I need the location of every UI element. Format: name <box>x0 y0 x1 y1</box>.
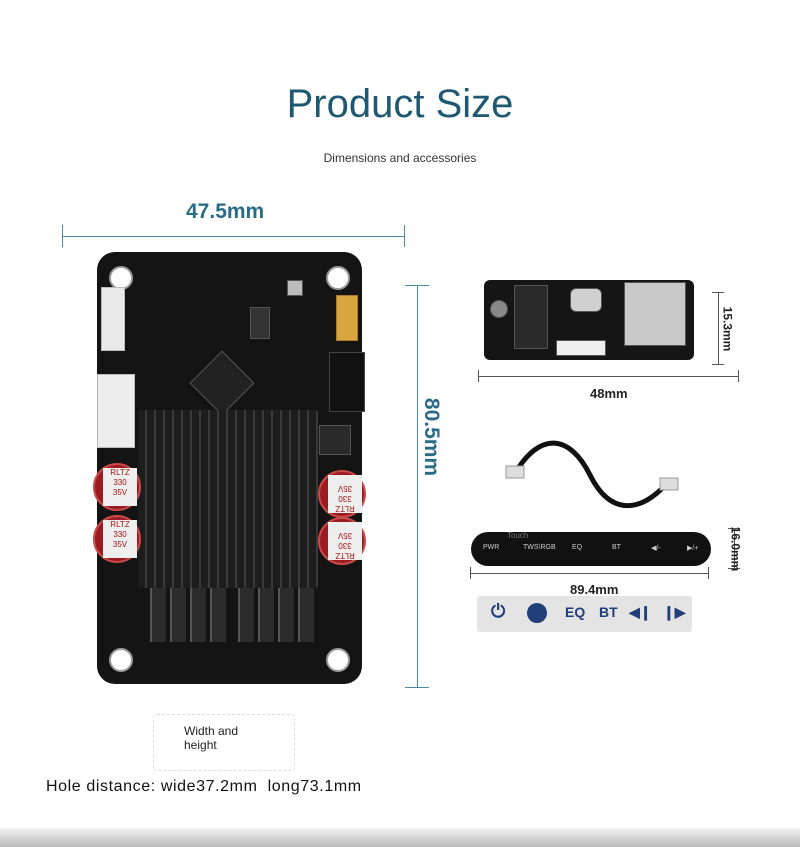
touch-width-tick-left <box>470 567 471 579</box>
heatsink <box>138 410 318 588</box>
io-height-tick-bottom <box>712 364 724 365</box>
sticker-eq-label: EQ <box>565 604 586 620</box>
potentiometer <box>150 588 166 642</box>
io-board <box>484 280 694 360</box>
touch-width-line <box>470 573 708 574</box>
tws-rgb-icon <box>527 603 547 623</box>
touch-label-tws-rgb: TWS\RGB <box>523 544 556 551</box>
caption-box <box>153 714 295 771</box>
bottom-shadow <box>0 828 800 847</box>
capacitor-left-bottom: RLTZ 330 35V <box>93 515 141 563</box>
io-height-line <box>718 292 719 364</box>
mount-hole-top-right <box>326 266 350 290</box>
capacitor-label: RLTZ 330 35V <box>328 522 362 560</box>
potentiometer <box>258 588 274 642</box>
caption: Width and height <box>184 724 238 752</box>
caption-line-2: height <box>184 738 217 752</box>
capacitor-right-bottom: RLTZ 330 35V <box>318 517 366 565</box>
touch-height-tick-top <box>728 528 740 529</box>
page-subtitle: Dimensions and accessories <box>323 151 477 165</box>
touch-label-prev: ◀/- <box>651 545 661 552</box>
ffc-cable <box>505 440 679 509</box>
sticker-bt-label: BT <box>599 604 618 620</box>
jst-connector-top <box>101 287 125 351</box>
audio-jack <box>514 285 548 349</box>
capacitor-label: RLTZ 330 35V <box>328 475 362 513</box>
power-icon: ⏻ <box>491 601 506 621</box>
hole-distance-text: Hole distance: wide37.2mm long73.1mm <box>46 778 362 795</box>
ffc-connector <box>336 295 358 341</box>
touch-panel: Touch PWR TWS\RGB EQ BT ◀/- ▶/+ <box>471 531 711 566</box>
touch-width-tick-right <box>708 567 709 579</box>
board-height-label: 80.5mm <box>420 397 444 477</box>
touch-width-label: 89.4mm <box>570 582 619 597</box>
io-width-label: 48mm <box>590 386 628 401</box>
usb-a-port <box>624 282 686 346</box>
previous-icon: ◀❙ <box>629 604 652 620</box>
capacitor-label: RLTZ 330 35V <box>103 520 137 558</box>
button <box>287 280 303 296</box>
touch-height-tick-bottom <box>728 568 740 569</box>
main-ic <box>189 350 255 416</box>
touch-label-next: ▶/+ <box>687 545 699 552</box>
mount-hole-bottom-left <box>109 648 133 672</box>
mosfet-package <box>319 425 351 455</box>
potentiometer <box>298 588 314 642</box>
potentiometer <box>210 588 226 642</box>
touch-panel-title: Touch <box>507 531 529 540</box>
io-width-tick-left <box>478 370 479 382</box>
touch-label-bt: BT <box>612 544 621 551</box>
board-width-label: 47.5mm <box>186 200 265 223</box>
touch-label-eq: EQ <box>572 544 583 551</box>
capacitor-label: RLTZ 330 35V <box>103 468 137 506</box>
terminal-block <box>329 352 365 412</box>
potentiometer <box>170 588 186 642</box>
mount-hole-bottom-right <box>326 648 350 672</box>
ffc-socket <box>556 340 606 356</box>
touch-label-pwr: PWR <box>483 544 500 551</box>
board-height-tick-top <box>405 285 429 286</box>
page-title: Product Size <box>286 82 514 126</box>
touch-height-line <box>734 528 735 568</box>
mount-hole-top-left <box>109 266 133 290</box>
board-height-line <box>417 285 418 687</box>
board-height-tick-bottom <box>405 687 429 688</box>
next-icon: ❙▶ <box>663 604 686 620</box>
capacitor-right-top: RLTZ 330 35V <box>318 470 366 518</box>
io-height-label: 15.3mm <box>720 306 735 352</box>
potentiometer <box>278 588 294 642</box>
board-width-tick-left <box>62 225 63 247</box>
touch-height-label: 16.0mm <box>728 526 743 572</box>
caption-line-1: Width and <box>184 724 239 738</box>
board-width-line <box>62 236 404 237</box>
control-sticker: ⏻ EQ BT ◀❙ ❙▶ <box>477 596 692 632</box>
microphone <box>490 300 508 318</box>
usb-c-port <box>570 288 602 312</box>
potentiometer <box>190 588 206 642</box>
dip-switch <box>250 307 270 339</box>
jst-connector-side <box>97 374 135 448</box>
board-width-tick-right <box>404 225 405 247</box>
potentiometer <box>238 588 254 642</box>
io-height-tick-top <box>712 292 724 293</box>
io-width-tick-right <box>738 370 739 382</box>
capacitor-left-top: RLTZ 330 35V <box>93 463 141 511</box>
io-width-line <box>478 376 738 377</box>
